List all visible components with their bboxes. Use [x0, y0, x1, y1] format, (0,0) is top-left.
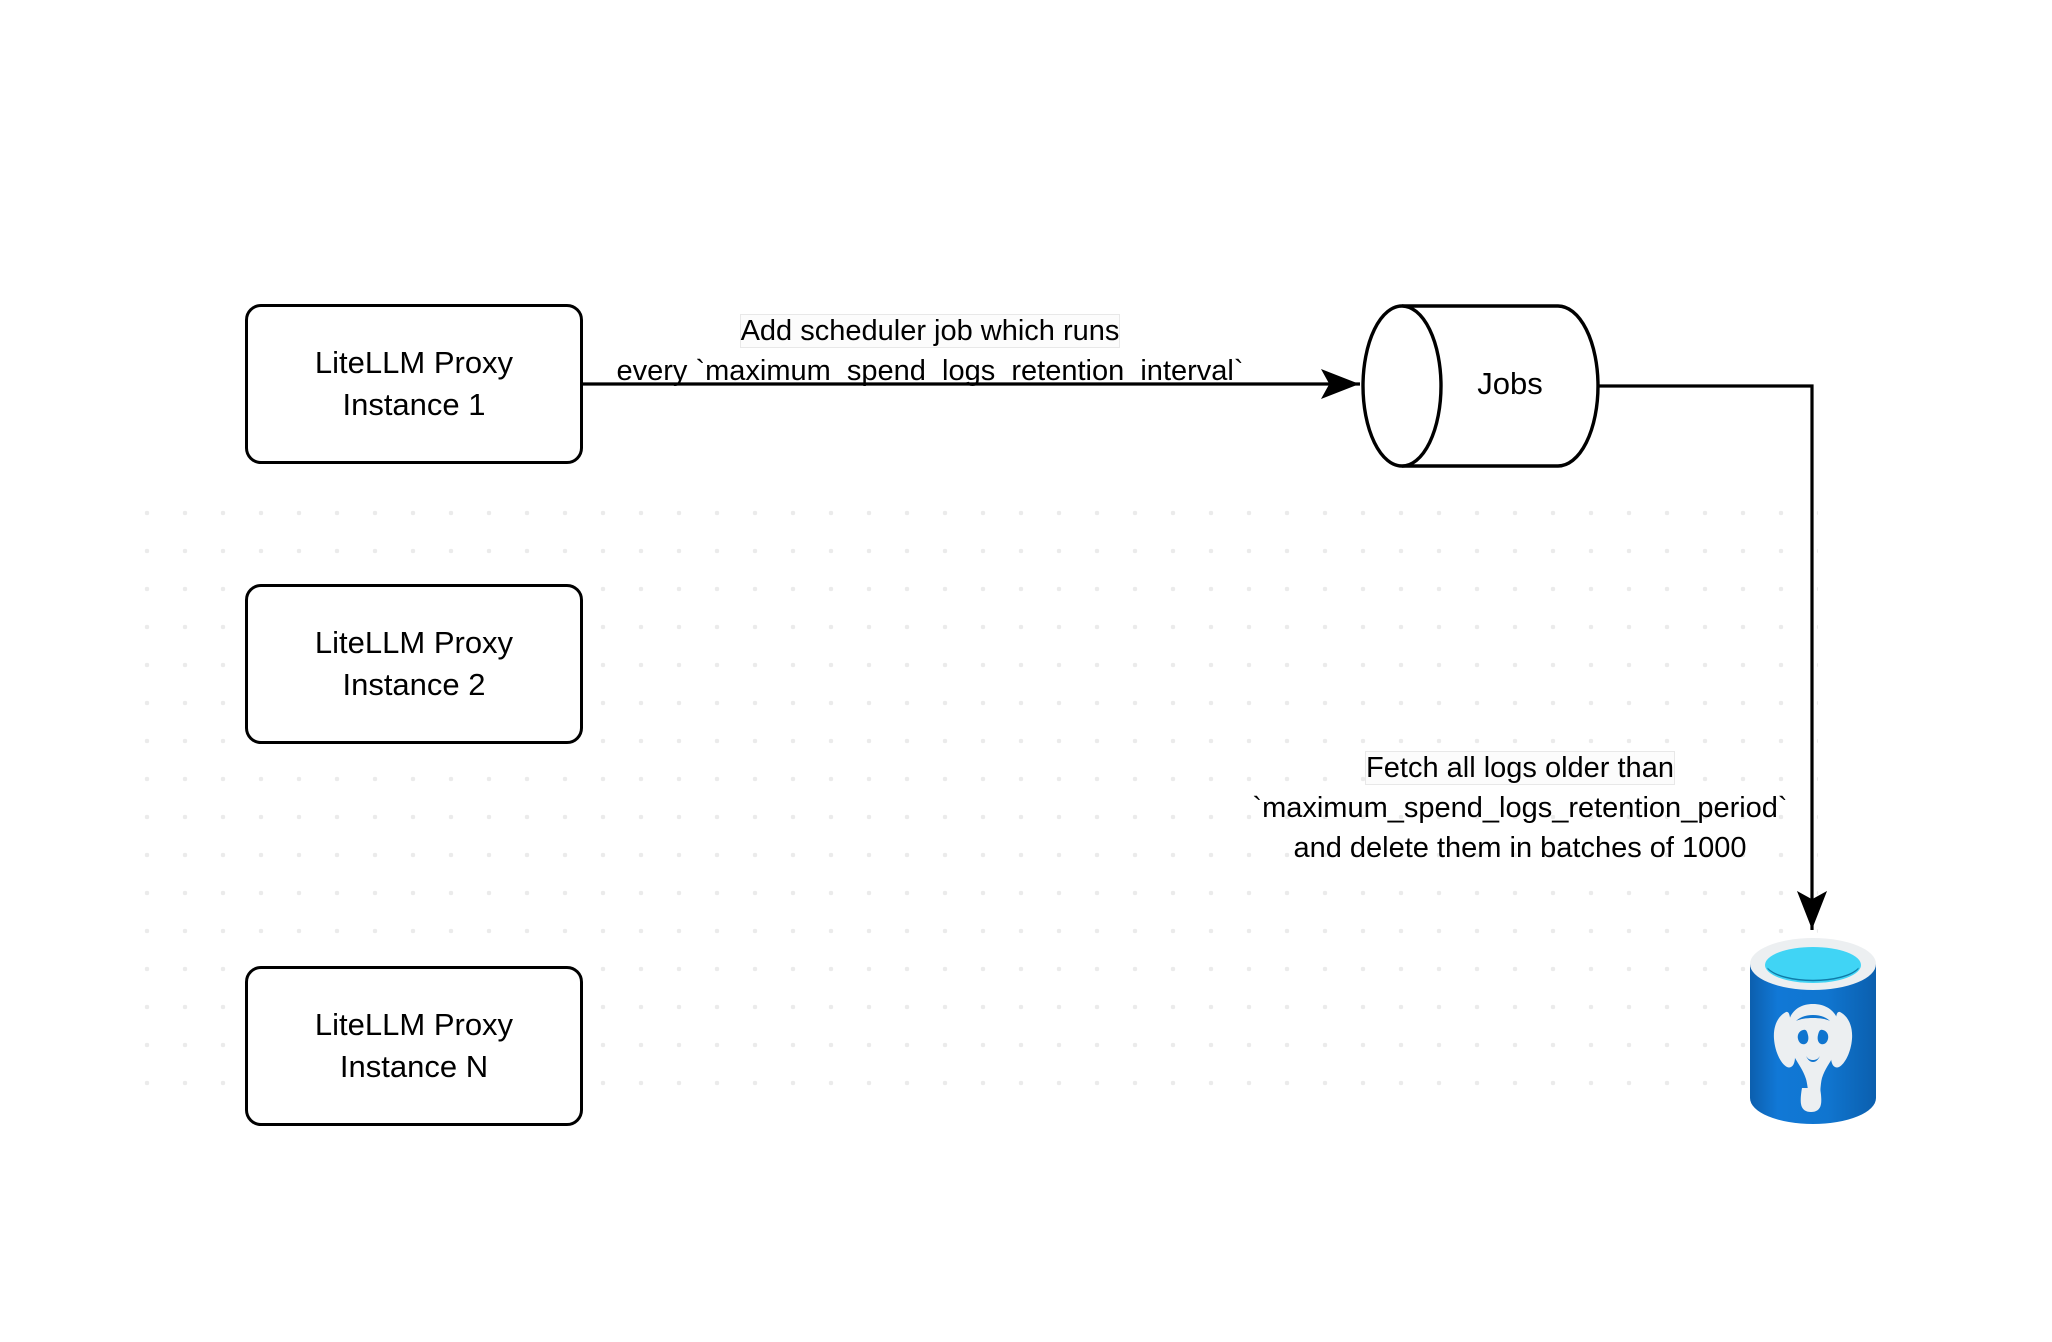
edge-label-line1: Fetch all logs older than — [1366, 752, 1674, 784]
node-litellm-proxy-instance-1[interactable]: LiteLLM Proxy Instance 1 — [245, 304, 583, 464]
database-opening — [1765, 947, 1861, 983]
node-label-line1: LiteLLM Proxy — [314, 1007, 514, 1042]
node-label-line1: LiteLLM Proxy — [314, 625, 514, 660]
node-label-line2: Instance 1 — [342, 387, 486, 422]
edge-label-line3: and delete them in batches of 1000 — [1293, 832, 1747, 864]
edge-label-fetch: Fetch all logs older than `maximum_spend… — [1220, 748, 1820, 868]
edge-label-line1: Add scheduler job which runs — [740, 315, 1120, 347]
edge-jobs-to-database — [1598, 384, 1828, 930]
node-litellm-proxy-instance-n[interactable]: LiteLLM Proxy Instance N — [245, 966, 583, 1126]
postgresql-database-icon[interactable] — [1748, 938, 1878, 1130]
postgresql-elephant-logo — [1773, 1004, 1853, 1112]
elephant-logo-details — [1796, 1015, 1830, 1062]
edge-label-scheduler: Add scheduler job which runs every `maxi… — [560, 311, 1300, 391]
node-label-line2: Instance 2 — [342, 667, 486, 702]
database-opening-shadow-2 — [1767, 967, 1859, 982]
node-litellm-proxy-instance-2[interactable]: LiteLLM Proxy Instance 2 — [245, 584, 583, 744]
jobs-cylinder-face — [1361, 304, 1443, 468]
node-label-line2: Instance N — [339, 1049, 489, 1084]
node-label-line1: LiteLLM Proxy — [314, 345, 514, 380]
edge-label-line2: every `maximum_spend_logs_retention_inte… — [616, 355, 1244, 387]
jobs-node-label: Jobs — [1477, 366, 1543, 401]
edge-label-line2: `maximum_spend_logs_retention_period` — [1252, 792, 1788, 824]
